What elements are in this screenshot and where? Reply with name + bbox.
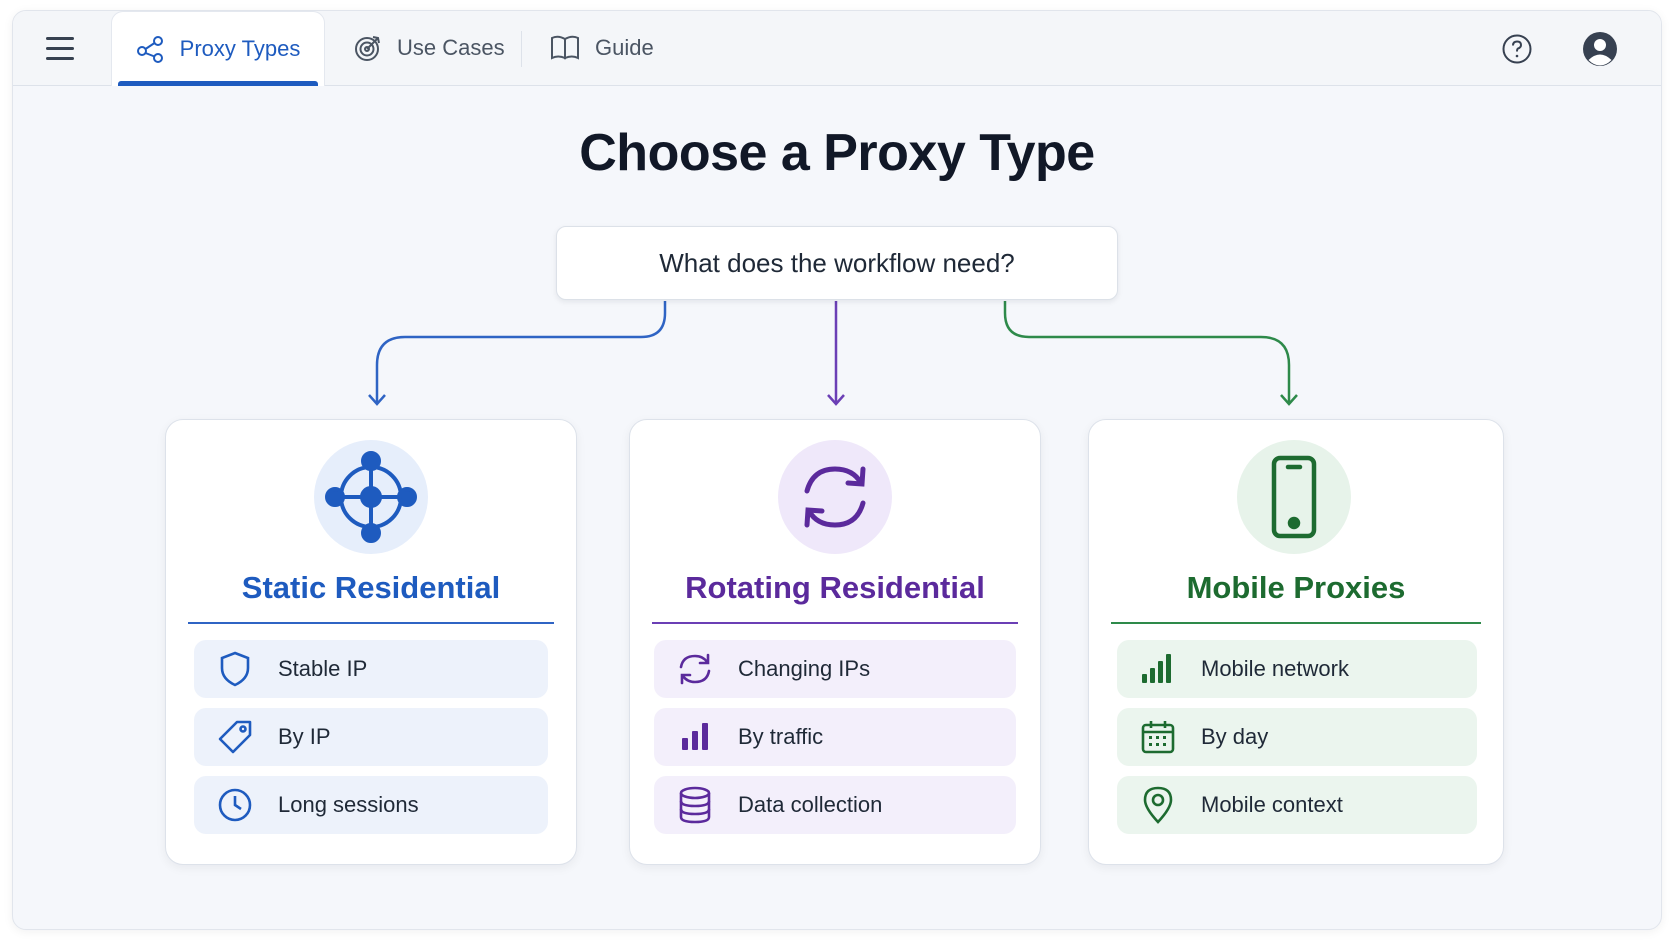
feature-label: Stable IP <box>278 656 368 681</box>
signal-icon <box>1142 654 1171 683</box>
card-icon-badge <box>778 440 892 554</box>
shield-icon <box>220 651 250 687</box>
feature-label: Changing IPs <box>738 656 871 681</box>
active-tab-indicator <box>118 81 318 86</box>
tag-icon <box>218 720 252 754</box>
tab-label: Proxy Types <box>179 36 301 61</box>
card-rotating-residential[interactable]: Rotating Residential Changing IPs By tra… <box>629 419 1041 865</box>
feature-item: Changing IPs <box>654 640 1016 698</box>
card-divider <box>652 622 1018 624</box>
card-mobile-proxies[interactable]: Mobile Proxies Mobile network <box>1088 419 1504 865</box>
book-icon <box>551 35 579 60</box>
crosshair-network-icon <box>325 451 417 543</box>
smartphone-icon <box>1271 455 1317 539</box>
refresh-icon <box>679 653 711 685</box>
flow-connectors <box>368 301 1298 406</box>
tab-proxy-types[interactable]: Proxy Types <box>111 11 325 86</box>
tab-label: Use Cases <box>397 35 505 60</box>
tab-guide[interactable]: Guide <box>549 11 654 85</box>
feature-item: Long sessions <box>194 776 548 834</box>
calendar-icon <box>1141 721 1175 754</box>
feature-label: Mobile context <box>1201 792 1343 817</box>
tab-label: Guide <box>595 35 654 60</box>
card-static-residential[interactable]: Static Residential Stable IP By IP <box>165 419 577 865</box>
feature-item: By IP <box>194 708 548 766</box>
card-icon-badge <box>314 440 428 554</box>
app-window: Proxy Types Use Cases Guide <box>12 10 1662 930</box>
share-nodes-icon <box>136 36 163 63</box>
feature-item: Data collection <box>654 776 1016 834</box>
feature-item: Stable IP <box>194 640 548 698</box>
tab-use-cases[interactable]: Use Cases <box>353 11 505 85</box>
feature-label: Long sessions <box>278 792 419 817</box>
feature-item: By traffic <box>654 708 1016 766</box>
help-icon[interactable] <box>1501 33 1533 65</box>
feature-item: By day <box>1117 708 1477 766</box>
feature-label: By IP <box>278 724 331 749</box>
feature-item: Mobile context <box>1117 776 1477 834</box>
rotate-icon <box>804 466 866 528</box>
workflow-question-text: What does the workflow need? <box>659 247 1015 278</box>
clock-icon <box>218 788 252 822</box>
feature-label: By day <box>1201 724 1269 749</box>
card-title: Mobile Proxies <box>1186 570 1406 605</box>
hamburger-menu-icon[interactable] <box>43 33 77 63</box>
card-divider <box>1111 622 1481 624</box>
feature-label: By traffic <box>738 724 824 749</box>
tab-divider <box>521 31 522 67</box>
database-icon <box>679 786 711 824</box>
workflow-question-box: What does the workflow need? <box>556 226 1118 300</box>
page-title: Choose a Proxy Type <box>579 124 1095 182</box>
top-nav-bar: Proxy Types Use Cases Guide <box>13 11 1661 86</box>
feature-item: Mobile network <box>1117 640 1477 698</box>
map-pin-icon <box>1143 786 1173 824</box>
bar-chart-icon <box>682 723 708 750</box>
account-icon[interactable] <box>1582 31 1618 67</box>
target-icon <box>355 36 380 61</box>
card-title: Rotating Residential <box>685 570 985 605</box>
card-divider <box>188 622 554 624</box>
card-title: Static Residential <box>241 570 501 605</box>
feature-label: Data collection <box>738 792 883 817</box>
feature-label: Mobile network <box>1201 656 1349 681</box>
card-icon-badge <box>1237 440 1351 554</box>
